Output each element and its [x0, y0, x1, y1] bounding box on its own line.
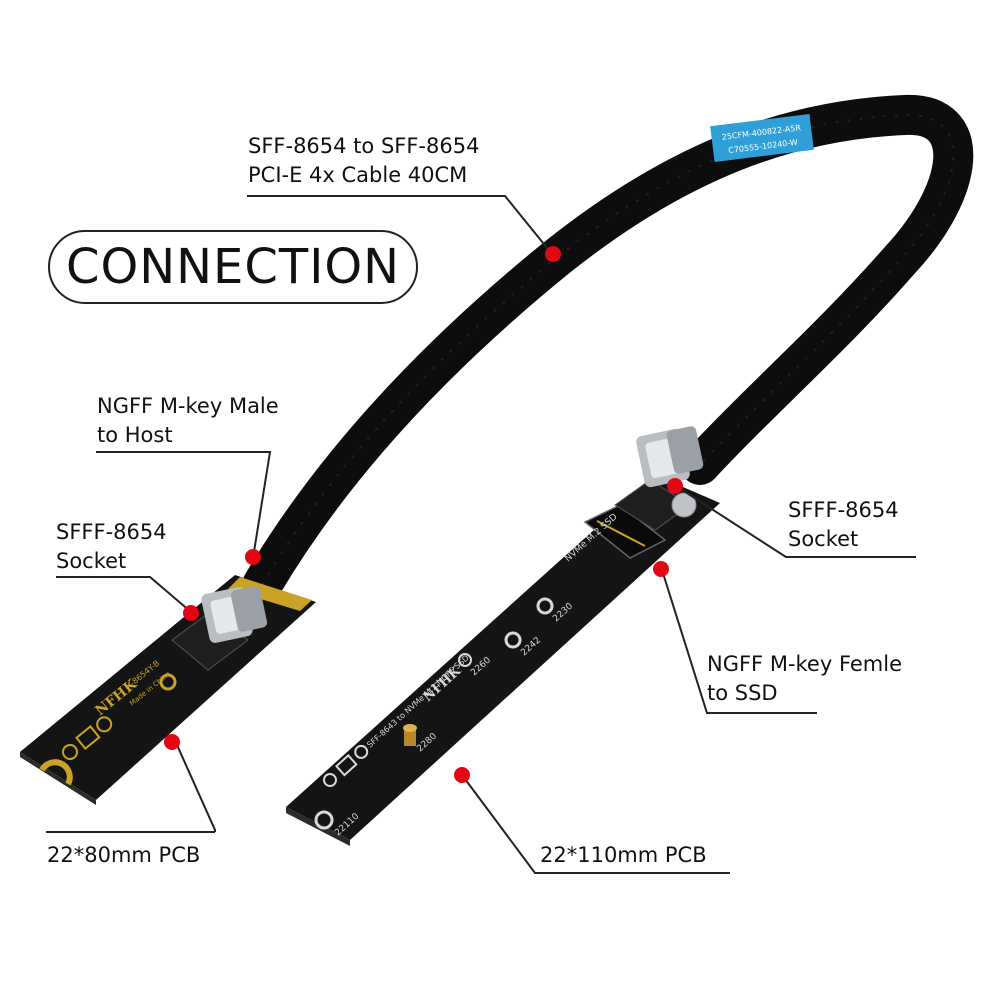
left-pcb-board: NFHK N-8654Y-B Made in China — [20, 575, 316, 805]
page-title: CONNECTION — [65, 239, 401, 295]
certification-marks — [323, 744, 369, 787]
callout-pcb-short-line-1: 22*80mm PCB — [47, 843, 201, 867]
callout-ssd-slot: NGFF M-key Femle to SSD — [707, 650, 902, 708]
callout-pcb-long-line-1: 22*110mm PCB — [540, 843, 707, 867]
callout-host-edge-line-1: NGFF M-key Male — [97, 394, 279, 418]
marker-pcb-short — [164, 734, 180, 750]
callout-host-edge-line-2: to Host — [97, 423, 173, 447]
brass-standoff — [403, 724, 417, 746]
callout-left-socket-line-2: Socket — [56, 549, 127, 573]
callout-left-socket-line-1: SFFF-8654 — [56, 520, 167, 544]
callout-cable-line-2: PCI-E 4x Cable 40CM — [248, 163, 468, 187]
right-sff-socket — [614, 426, 704, 531]
marker-cable — [545, 246, 561, 262]
certification-marks — [62, 716, 113, 760]
m2-female-slot — [583, 504, 667, 559]
callout-right-socket-line-1: SFFF-8654 — [788, 498, 899, 522]
marker-host-edge — [245, 549, 261, 565]
host-edge-contacts — [228, 577, 312, 611]
left-sff-socket — [171, 586, 268, 671]
marker-left-socket — [183, 605, 199, 621]
callout-left-socket: SFFF-8654 Socket — [56, 518, 167, 576]
ssd-standoff-holes — [314, 597, 554, 830]
callout-ssd-slot-line-2: to SSD — [707, 681, 778, 705]
callout-right-socket-line-2: Socket — [788, 527, 859, 551]
callout-right-socket: SFFF-8654 Socket — [788, 496, 899, 554]
callout-host-edge: NGFF M-key Male to Host — [97, 392, 279, 450]
cable-sticker: 25CFM-400822-A5R C70555-10240-W — [710, 114, 814, 162]
right-pcb-board: NVMe M.2 SSD 2230 2242 2260 2280 22110 S… — [286, 426, 720, 846]
marker-pcb-long — [454, 767, 470, 783]
callout-cable-line-1: SFF-8654 to SFF-8654 — [248, 134, 480, 158]
callout-ssd-slot-line-1: NGFF M-key Femle — [707, 652, 903, 676]
mount-notch — [39, 759, 73, 786]
marker-ssd-slot — [653, 561, 669, 577]
callout-pcb-long: 22*110mm PCB — [540, 841, 707, 870]
ribbon-cable — [242, 95, 974, 605]
connection-title-badge: CONNECTION — [48, 230, 418, 304]
callout-markers — [164, 246, 683, 783]
mount-hole — [159, 673, 177, 691]
marker-right-socket — [667, 478, 683, 494]
callout-pcb-short: 22*80mm PCB — [47, 841, 200, 870]
callout-cable: SFF-8654 to SFF-8654 PCI-E 4x Cable 40CM — [248, 132, 479, 190]
